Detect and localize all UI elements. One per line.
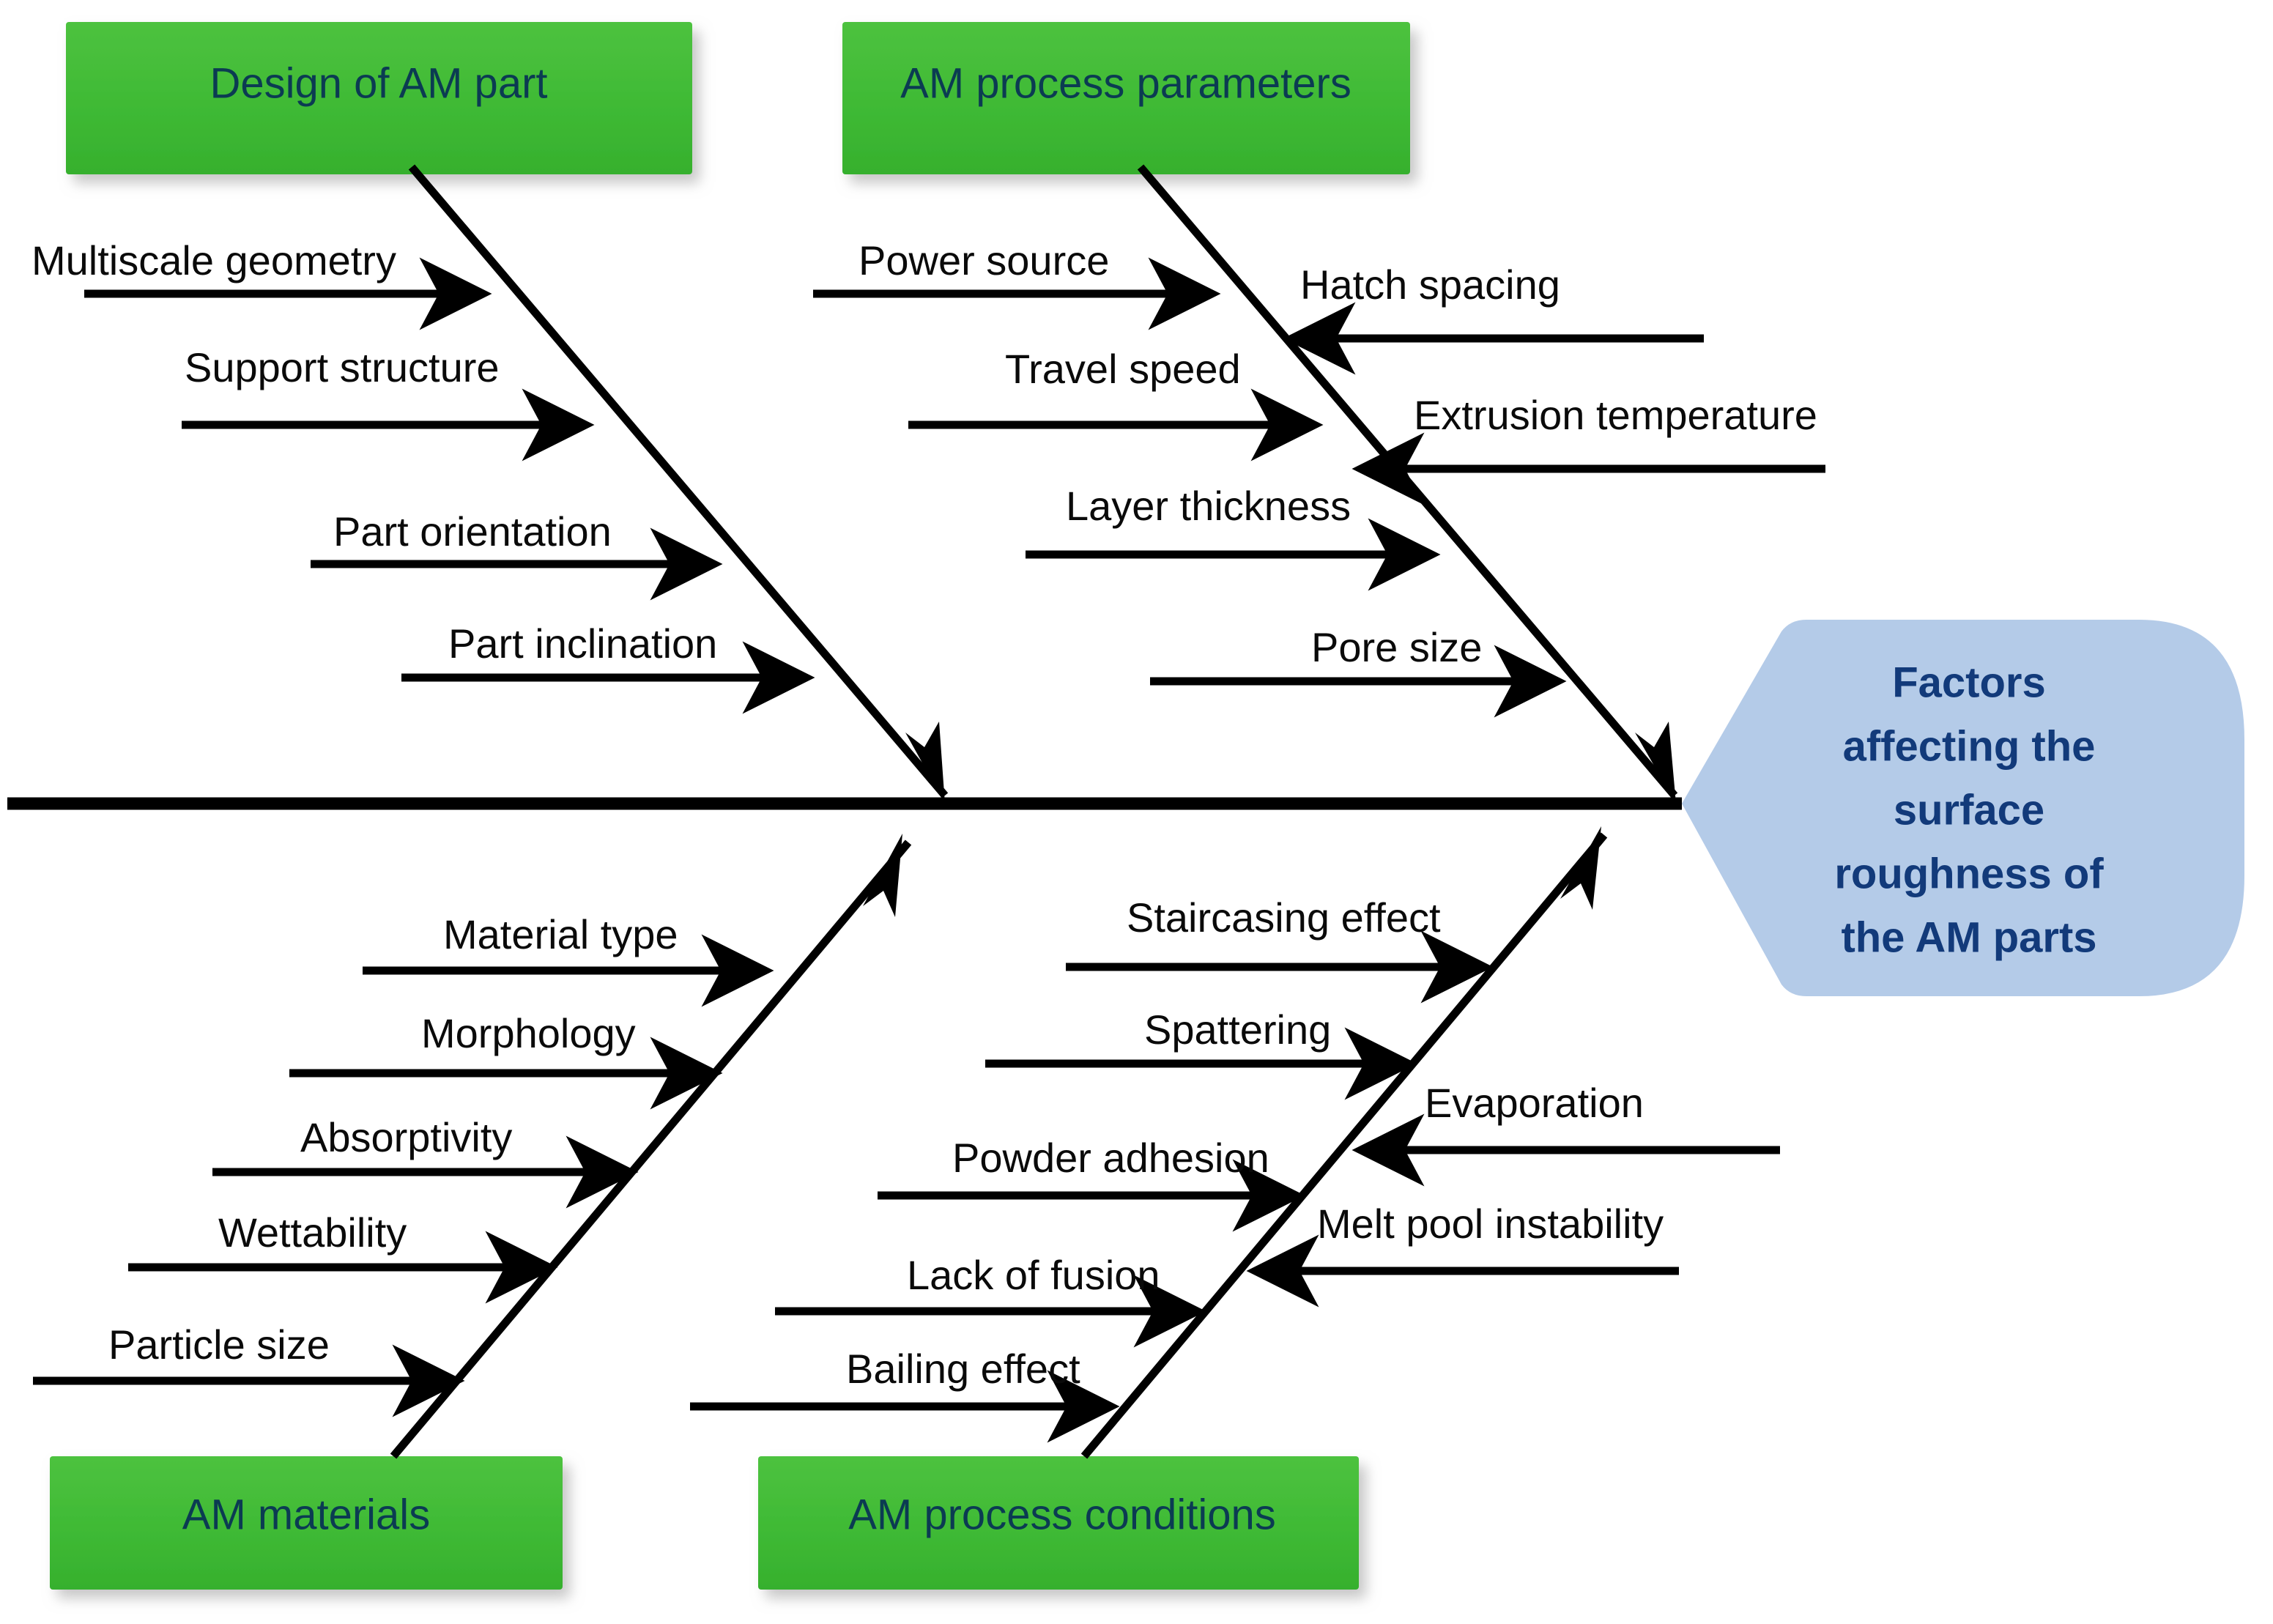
bone-am-process-conditions xyxy=(1080,832,1608,1459)
bone-design-of-am-part xyxy=(408,164,949,798)
category-box-am-materials[interactable] xyxy=(50,1456,563,1590)
cause-label-staircasing-effect: Staircasing effect xyxy=(1127,894,1441,941)
cause-label-travel-speed: Travel speed xyxy=(1005,346,1241,392)
effect-head-shape[interactable] xyxy=(1682,620,2244,996)
cause-label-spattering: Spattering xyxy=(1144,1006,1331,1053)
bone-arrowhead-design-of-am-part xyxy=(905,722,945,804)
bone-arrowhead-am-process-parameters xyxy=(1635,722,1676,804)
category-am-process-conditions[interactable]: AM process conditions Staircasing effect… xyxy=(690,826,1780,1590)
cause-label-part-orientation: Part orientation xyxy=(333,508,612,555)
cause-label-wettability: Wettability xyxy=(218,1209,407,1256)
effect-head-line-3: surface xyxy=(1894,786,2044,834)
cause-label-morphology: Morphology xyxy=(421,1010,636,1056)
category-label-am-process-parameters: AM process parameters xyxy=(900,59,1351,107)
cause-label-absorptivity: Absorptivity xyxy=(300,1114,512,1160)
category-label-am-materials: AM materials xyxy=(182,1491,430,1538)
category-am-process-parameters[interactable]: AM process parameters Power source Hatch… xyxy=(813,22,1825,804)
cause-label-powder-adhesion: Powder adhesion xyxy=(952,1135,1269,1181)
bone-arrowhead-am-process-conditions xyxy=(1560,826,1601,910)
cause-label-particle-size: Particle size xyxy=(108,1321,330,1368)
cause-label-support-structure: Support structure xyxy=(185,344,500,390)
cause-label-multiscale-geometry: Multiscale geometry xyxy=(31,237,396,283)
cause-label-bailing-effect: Bailing effect xyxy=(846,1346,1080,1392)
cause-label-extrusion-temperature: Extrusion temperature xyxy=(1414,392,1817,438)
category-box-design-of-am-part[interactable] xyxy=(66,22,692,174)
effect-head-group[interactable]: Factors affecting the surface roughness … xyxy=(1682,620,2244,996)
category-label-am-process-conditions: AM process conditions xyxy=(848,1491,1275,1538)
bone-arrowhead-am-materials xyxy=(863,834,902,917)
effect-head-line-4: roughness of xyxy=(1834,850,2104,897)
category-box-am-process-parameters[interactable] xyxy=(842,22,1410,174)
effect-head-line-5: the AM parts xyxy=(1841,913,2096,961)
cause-label-layer-thickness: Layer thickness xyxy=(1066,483,1351,529)
cause-label-material-type: Material type xyxy=(443,911,678,957)
cause-label-melt-pool-instability: Melt pool instability xyxy=(1317,1201,1664,1247)
category-label-design-of-am-part: Design of AM part xyxy=(210,59,548,107)
category-am-materials[interactable]: AM materials Material type Morphology Ab… xyxy=(33,834,912,1590)
effect-head-line-2: affecting the xyxy=(1843,722,2096,770)
cause-label-lack-of-fusion: Lack of fusion xyxy=(907,1252,1160,1298)
cause-label-part-inclination: Part inclination xyxy=(448,620,717,667)
cause-label-hatch-spacing: Hatch spacing xyxy=(1300,262,1560,308)
effect-head-line-1: Factors xyxy=(1892,659,2046,706)
category-box-am-process-conditions[interactable] xyxy=(758,1456,1359,1590)
bone-am-materials xyxy=(390,839,912,1459)
category-design-of-am-part[interactable]: Design of AM part Multiscale geometry Su… xyxy=(31,22,949,804)
cause-label-evaporation: Evaporation xyxy=(1425,1080,1644,1126)
cause-label-power-source: Power source xyxy=(859,237,1109,283)
cause-label-pore-size: Pore size xyxy=(1311,624,1482,670)
